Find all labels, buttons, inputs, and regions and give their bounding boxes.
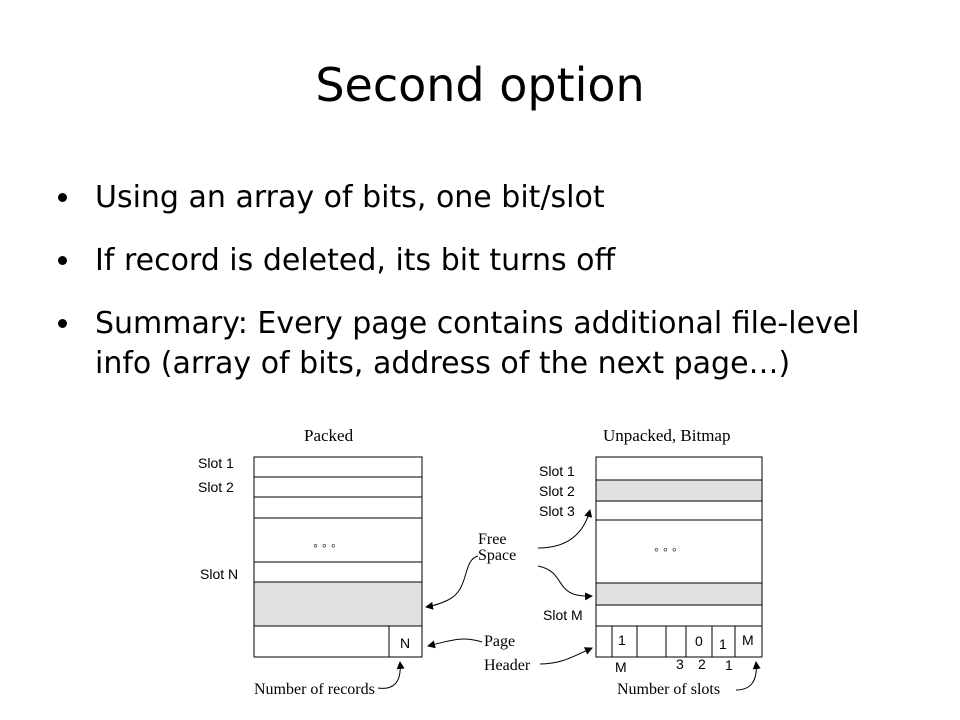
bit-index-label: M [615,659,627,675]
bitmap-bit: 1 [719,636,727,652]
packed-slot-2-label: Slot 2 [198,479,234,495]
packed-page [253,456,423,658]
unpacked-dots: ◦ ◦ ◦ [654,541,677,557]
free-space-arrow-packed [425,555,479,610]
unpacked-slot-2-label: Slot 2 [539,483,575,499]
bullet-dot-icon [58,319,67,328]
packed-caption: Packed [304,426,354,445]
unpacked-count-arrow [735,661,761,691]
bullet-dot-icon [58,193,67,202]
unpacked-slot-m-label: Slot M [543,607,583,623]
unpacked-caption: Unpacked, Bitmap [603,426,730,445]
bullet-dot-icon [58,256,67,265]
bullet-item: Summary: Every page contains additional … [58,304,918,384]
packed-count-arrow [377,661,405,689]
unpacked-slot-count: M [742,632,754,648]
packed-dots: ◦ ◦ ◦ [313,537,336,553]
packed-slot-1-label: Slot 1 [198,455,234,471]
bullet-item: If record is deleted, its bit turns off [58,241,918,281]
free-space-label: Space [478,547,516,564]
packed-footer-label: Number of records [254,681,375,698]
unpacked-free-space [595,582,763,606]
bitmap-bit: 1 [618,632,626,648]
bit-index-label: 1 [725,657,733,673]
slide-title: Second option [315,58,645,112]
bit-index-label: 2 [698,656,706,672]
unpacked-empty-slot-2 [595,479,763,502]
unpacked-slot-1-label: Slot 1 [539,463,575,479]
bullet-list: Using an array of bits, one bit/slot If … [58,178,918,407]
bullet-item: Using an array of bits, one bit/slot [58,178,918,218]
packed-slot-n-label: Slot N [200,566,238,582]
page-header-label: Page [484,633,515,650]
bit-index-label: 3 [676,656,684,672]
packed-record-count: N [400,635,410,651]
packed-free-space [253,581,423,627]
free-space-arrow-unpacked [537,565,593,601]
free-space-label: Free [478,531,506,548]
page-header-label: Header [484,657,531,674]
free-space-arrow-slot2 [537,509,593,549]
page-header-arrow-packed [427,638,483,649]
unpacked-slot-3-label: Slot 3 [539,503,575,519]
page-header-arrow-unpacked [539,647,593,665]
unpacked-footer-label: Number of slots [617,681,720,698]
bitmap-bit: 0 [695,633,703,649]
